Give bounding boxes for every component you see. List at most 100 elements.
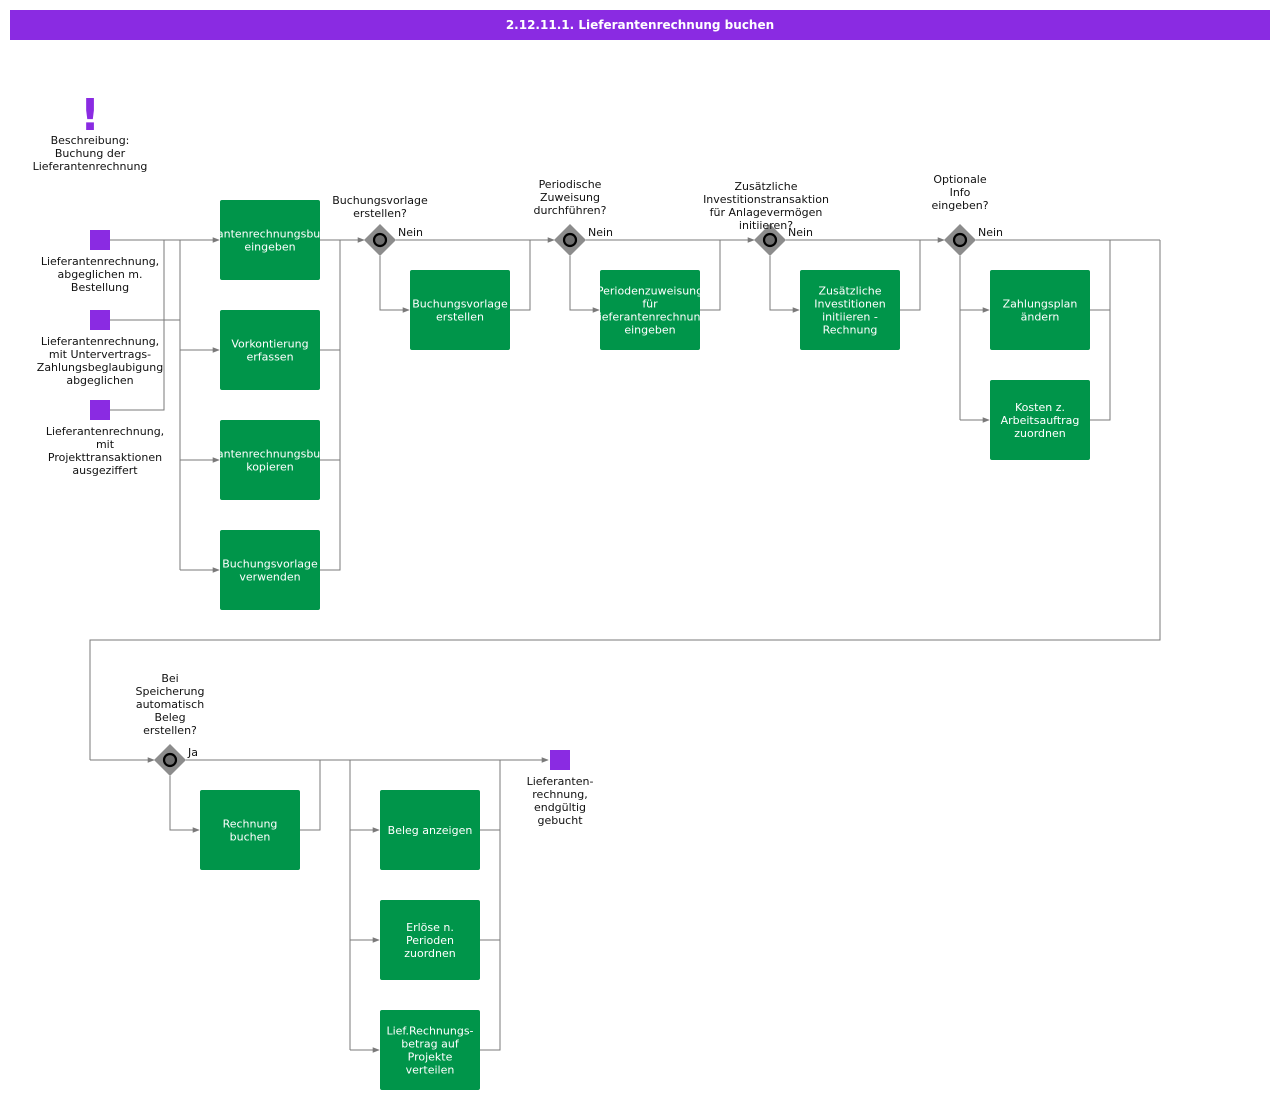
- gateway-question-line: Zuweisung: [540, 191, 600, 204]
- task-label-line: Erlöse n.: [406, 921, 454, 934]
- start-event-label: Lieferantenrechnung,mit Untervertrags-Za…: [37, 335, 163, 387]
- task-label-line: Lieferantenrechnungsbuchung: [186, 448, 354, 461]
- task-label: Beleg anzeigen: [388, 824, 473, 837]
- start-event-2[interactable]: Lieferantenrechnung,mit Untervertrags-Za…: [37, 310, 163, 387]
- task-label-line: Lief.Rechnungs-: [386, 1025, 473, 1038]
- task-label-line: kopieren: [246, 461, 294, 474]
- task-label-line: Investitionen: [814, 298, 885, 311]
- end-event-label-line: endgültig: [534, 801, 586, 814]
- start-event-label-line: Lieferantenrechnung,: [46, 425, 164, 438]
- task-label-line: Rechnung: [823, 324, 878, 337]
- task-label-line: erstellen: [436, 311, 484, 324]
- task-label-line: Buchungsvorlage: [222, 558, 318, 571]
- task-box: [220, 310, 320, 390]
- start-event-label-line: Bestellung: [71, 281, 129, 294]
- task-box: [380, 900, 480, 980]
- task-label-line: betrag auf: [401, 1038, 460, 1051]
- start-event-label-line: ausgeziffert: [72, 464, 138, 477]
- gateway-question-line: eingeben?: [931, 199, 988, 212]
- task-box: [200, 790, 300, 870]
- gateway-ring-icon: [562, 232, 578, 248]
- gateway-question-line: erstellen?: [143, 724, 197, 737]
- task-box: [800, 270, 900, 350]
- task-label-line: initiieren -: [822, 311, 878, 324]
- description-label-line: Lieferantenrechnung: [33, 160, 148, 173]
- task-label-line: zuordnen: [1014, 427, 1066, 440]
- gateway-branch-label: Nein: [398, 226, 423, 239]
- start-event-1[interactable]: Lieferantenrechnung,abgeglichen m.Bestel…: [41, 230, 159, 294]
- gateway-question-line: Zusätzliche: [735, 180, 798, 193]
- task-box: [990, 270, 1090, 350]
- connectors: [89, 237, 1161, 1053]
- start-event-label-line: abgeglichen: [66, 374, 133, 387]
- gateway-question-line: Speicherung: [135, 685, 204, 698]
- gateway-ring-icon: [762, 232, 778, 248]
- end-event-label-line: rechnung,: [532, 788, 587, 801]
- task-box: [380, 1010, 480, 1090]
- gateway-question-line: Optionale: [933, 173, 987, 186]
- gateway-question-line: Beleg: [154, 711, 185, 724]
- task-box: [220, 200, 320, 280]
- gateway-question-line: Investitionstransaktion: [703, 193, 829, 206]
- task-label-line: verteilen: [406, 1064, 455, 1077]
- gateway-question-line: erstellen?: [353, 207, 407, 220]
- gateway-branch-label: Nein: [788, 226, 813, 239]
- task-label-line: Beleg anzeigen: [388, 824, 473, 837]
- end-event-label-line: gebucht: [537, 814, 583, 827]
- start-event-label-line: Zahlungsbeglaubigung: [37, 361, 163, 374]
- exclamation-icon: !: [80, 90, 100, 141]
- start-event-icon: [90, 400, 110, 420]
- start-event-label-line: mit Untervertrags-: [49, 348, 151, 361]
- task-label-line: erfassen: [246, 351, 293, 364]
- title-bar: [10, 10, 1270, 40]
- task-label-line: Arbeitsauftrag: [1001, 414, 1080, 427]
- task-label-line: zuordnen: [404, 947, 456, 960]
- end-event-icon: [550, 750, 570, 770]
- description-label-line: Buchung der: [55, 147, 126, 160]
- gateway-ring-icon: [372, 232, 388, 248]
- gateway-question-line: für Anlagevermögen: [710, 206, 823, 219]
- task-t11[interactable]: Beleg anzeigen: [380, 790, 480, 870]
- task-label-line: Lieferantenrechnungsbuchung: [186, 228, 354, 241]
- task-box: [380, 790, 480, 870]
- task-label-line: ändern: [1021, 311, 1060, 324]
- task-box: [410, 270, 510, 350]
- task-label-line: Zahlungsplan: [1003, 298, 1078, 311]
- task-label-line: Projekte: [408, 1051, 453, 1064]
